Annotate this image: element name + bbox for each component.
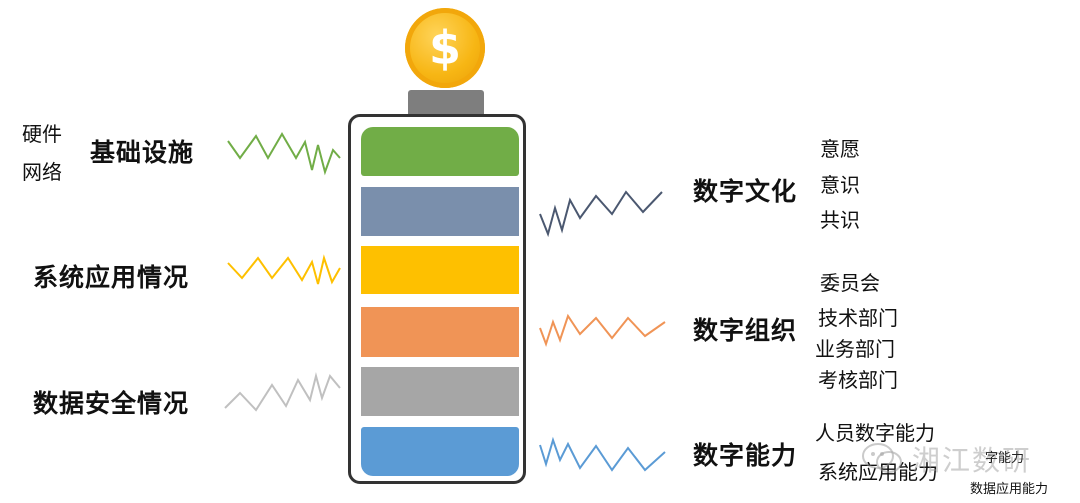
infra-sub-hardware: 硬件 [22, 122, 62, 146]
watermark-text: 湘江数研 [912, 444, 1033, 477]
ability-item-personnel: 人员数字能力 [815, 421, 935, 445]
battery-segment-blue [361, 427, 519, 476]
label-infrastructure: 基础设施 [90, 138, 195, 167]
org-item-tech-dept: 技术部门 [818, 306, 898, 330]
battery-segment-green [361, 127, 519, 176]
culture-item-willingness: 意愿 [820, 137, 860, 161]
ability-overlay-text: 字能力 [985, 451, 1025, 466]
label-digital-culture: 数字文化 [693, 177, 798, 206]
battery-segment-orange [361, 307, 519, 357]
culture-item-consensus: 共识 [820, 208, 860, 232]
wechat-logo-icon [862, 443, 902, 473]
org-item-committee: 委员会 [820, 271, 880, 295]
dollar-symbol: $ [428, 21, 461, 75]
zigzag-sysapp [227, 254, 341, 285]
label-system-application: 系统应用情况 [33, 263, 190, 292]
label-digital-organization: 数字组织 [693, 316, 798, 345]
dollar-coin-icon: $ [405, 8, 485, 88]
zigzag-culture [539, 190, 663, 238]
org-item-assessment-dept: 考核部门 [818, 368, 898, 392]
watermark: 湘江数研 [860, 437, 1060, 477]
battery-segment-blue-gray [361, 187, 519, 236]
culture-item-awareness: 意识 [820, 173, 860, 197]
battery-segment-yellow [361, 246, 519, 294]
infra-sub-network: 网络 [22, 160, 62, 184]
label-data-security: 数据安全情况 [33, 389, 190, 418]
zigzag-org [539, 313, 666, 348]
ability-item-data-app: 数据应用能力 [970, 482, 1049, 497]
label-digital-ability: 数字能力 [693, 441, 798, 470]
org-item-business-dept: 业务部门 [815, 337, 895, 361]
battery-segment-gray [361, 367, 519, 416]
zigzag-infra [227, 132, 341, 176]
battery-cap [408, 90, 484, 117]
zigzag-ability [539, 436, 666, 472]
zigzag-datasec [224, 372, 341, 412]
